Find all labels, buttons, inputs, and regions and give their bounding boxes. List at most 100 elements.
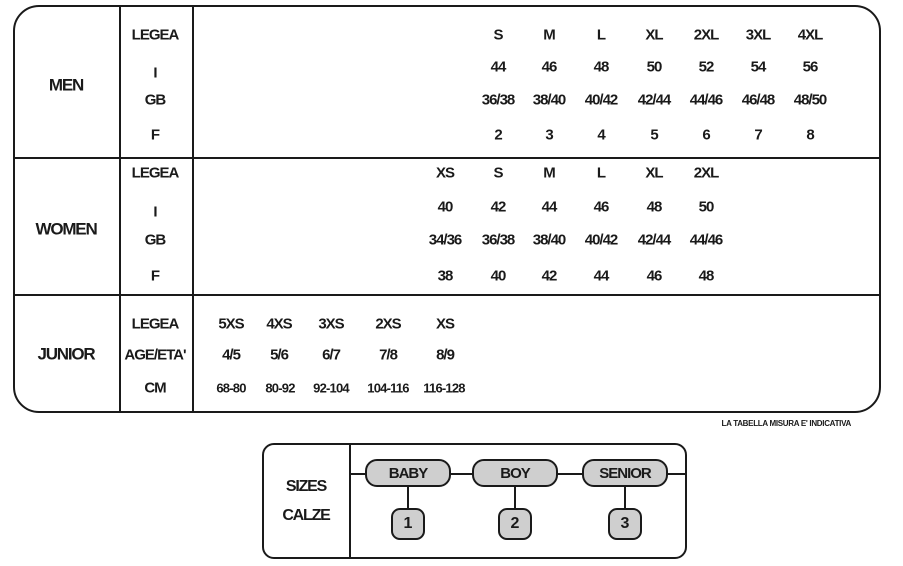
size-cell: L bbox=[596, 164, 606, 182]
size-cell: 44 bbox=[541, 198, 558, 216]
row-label: F bbox=[150, 126, 160, 144]
disclaimer-note: LA TABELLA MISURA E' INDICATIVA bbox=[721, 419, 852, 428]
size-cell: 50 bbox=[698, 198, 715, 216]
sock-title-line2: CALZE bbox=[282, 507, 331, 524]
sock-title-line1: SIZES bbox=[285, 478, 327, 495]
size-cell: 40 bbox=[490, 267, 507, 285]
sock-stem bbox=[514, 487, 516, 508]
size-cell: 56 bbox=[802, 58, 819, 76]
size-cell: 44 bbox=[490, 58, 507, 76]
size-cell: 36/38 bbox=[481, 231, 516, 249]
sock-size-number: 2 bbox=[498, 508, 532, 540]
size-cell: S bbox=[493, 26, 503, 44]
row-label: LEGEA bbox=[131, 315, 180, 333]
size-cell: 42/44 bbox=[637, 91, 672, 109]
size-cell: 38/40 bbox=[532, 91, 567, 109]
size-cell: 2XS bbox=[375, 315, 401, 333]
size-cell: 52 bbox=[698, 58, 715, 76]
row-label: F bbox=[150, 267, 160, 285]
size-cell: XS bbox=[435, 315, 455, 333]
size-cell: 6 bbox=[702, 126, 710, 144]
size-cell: 48 bbox=[698, 267, 715, 285]
sock-stem bbox=[624, 487, 626, 508]
size-cell: 8/9 bbox=[436, 346, 455, 364]
sock-size-baby: BABY bbox=[365, 459, 451, 487]
sock-stem bbox=[407, 487, 409, 508]
size-cell: 42 bbox=[490, 198, 507, 216]
size-cell: 2XL bbox=[693, 26, 719, 44]
sock-size-boy: BOY bbox=[472, 459, 558, 487]
size-cell: 4/5 bbox=[222, 346, 241, 364]
row-label: I bbox=[153, 203, 157, 221]
size-cell: 38 bbox=[437, 267, 454, 285]
size-cell: XL bbox=[645, 26, 663, 44]
size-cell: 92-104 bbox=[313, 380, 349, 396]
size-cell: S bbox=[493, 164, 503, 182]
size-cell: 116-128 bbox=[423, 380, 465, 396]
size-cell: 3 bbox=[545, 126, 553, 144]
size-cell: 3XS bbox=[318, 315, 344, 333]
sock-box-divider bbox=[349, 445, 351, 557]
group-label-men: MEN bbox=[48, 75, 84, 95]
size-cell: 4 bbox=[597, 126, 605, 144]
size-cell: 40 bbox=[437, 198, 454, 216]
size-cell: 54 bbox=[750, 58, 767, 76]
size-cell: 2 bbox=[494, 126, 502, 144]
row-divider bbox=[13, 157, 881, 159]
size-cell: M bbox=[543, 164, 555, 182]
sock-size-senior: SENIOR bbox=[582, 459, 668, 487]
size-cell: 3XL bbox=[745, 26, 771, 44]
size-cell: 42 bbox=[541, 267, 558, 285]
sock-size-number: 1 bbox=[391, 508, 425, 540]
size-cell: XS bbox=[435, 164, 455, 182]
size-cell: 4XL bbox=[797, 26, 823, 44]
row-label: GB bbox=[144, 231, 166, 249]
row-label: LEGEA bbox=[131, 164, 180, 182]
size-cell: 104-116 bbox=[367, 380, 409, 396]
size-cell: 42/44 bbox=[637, 231, 672, 249]
sock-size-number: 3 bbox=[608, 508, 642, 540]
column-divider bbox=[119, 5, 121, 413]
size-cell: 68-80 bbox=[216, 380, 246, 396]
size-cell: 46 bbox=[541, 58, 558, 76]
size-cell: 5 bbox=[650, 126, 658, 144]
size-cell: 8 bbox=[806, 126, 814, 144]
row-divider bbox=[13, 294, 881, 296]
size-cell: 34/36 bbox=[428, 231, 463, 249]
size-cell: 46 bbox=[646, 267, 663, 285]
row-label: GB bbox=[144, 91, 166, 109]
size-cell: 80-92 bbox=[265, 380, 295, 396]
sock-sizes-box bbox=[262, 443, 687, 559]
size-cell: 44 bbox=[593, 267, 610, 285]
size-cell: 44/46 bbox=[689, 91, 724, 109]
group-label-junior: JUNIOR bbox=[37, 344, 95, 364]
row-label: I bbox=[153, 64, 157, 82]
size-cell: 48 bbox=[593, 58, 610, 76]
row-label: AGE/ETA' bbox=[124, 346, 186, 364]
size-cell: 46 bbox=[593, 198, 610, 216]
group-label-women: WOMEN bbox=[35, 219, 97, 239]
size-cell: 5/6 bbox=[270, 346, 289, 364]
size-cell: 50 bbox=[646, 58, 663, 76]
size-cell: 5XS bbox=[218, 315, 244, 333]
size-cell: 48/50 bbox=[793, 91, 828, 109]
size-table-frame bbox=[13, 5, 881, 413]
size-cell: 7/8 bbox=[379, 346, 398, 364]
size-cell: XL bbox=[645, 164, 663, 182]
size-cell: 4XS bbox=[266, 315, 292, 333]
size-cell: 36/38 bbox=[481, 91, 516, 109]
size-cell: 6/7 bbox=[322, 346, 341, 364]
size-cell: 38/40 bbox=[532, 231, 567, 249]
size-cell: 44/46 bbox=[689, 231, 724, 249]
column-divider bbox=[192, 5, 194, 413]
size-cell: 46/48 bbox=[741, 91, 776, 109]
size-cell: 40/42 bbox=[584, 91, 619, 109]
size-cell: M bbox=[543, 26, 555, 44]
size-cell: L bbox=[596, 26, 606, 44]
size-cell: 2XL bbox=[693, 164, 719, 182]
size-cell: 48 bbox=[646, 198, 663, 216]
size-cell: 7 bbox=[754, 126, 762, 144]
size-cell: 40/42 bbox=[584, 231, 619, 249]
row-label: LEGEA bbox=[131, 26, 180, 44]
row-label: CM bbox=[144, 379, 166, 397]
